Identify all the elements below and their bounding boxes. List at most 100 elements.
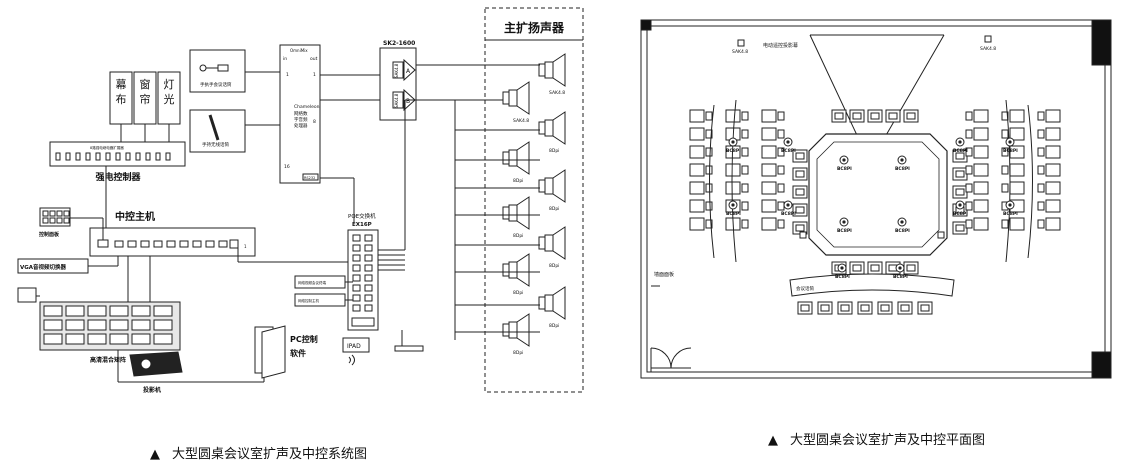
speaker-cone bbox=[516, 313, 530, 347]
conference-table-inner bbox=[816, 141, 940, 248]
poe-port bbox=[352, 284, 361, 292]
handheld-mic-icon bbox=[199, 64, 207, 72]
wing-chair bbox=[689, 199, 713, 213]
matrix-card bbox=[153, 333, 173, 345]
wing-chair bbox=[1037, 217, 1061, 231]
desk-mic bbox=[741, 201, 749, 211]
amp-module-b bbox=[392, 91, 404, 109]
speaker-body bbox=[544, 177, 554, 195]
chair-seat bbox=[689, 145, 705, 159]
chair-seat bbox=[1045, 127, 1061, 141]
chair bbox=[952, 167, 968, 181]
wing-chair bbox=[761, 163, 785, 177]
chair-cushion bbox=[906, 264, 916, 272]
chair-cushion bbox=[955, 188, 965, 196]
matrix-card bbox=[65, 305, 85, 317]
chair bbox=[797, 301, 813, 315]
speaker-cone bbox=[516, 81, 530, 115]
processor-desc-2: 字音频 bbox=[294, 116, 308, 123]
chair bbox=[837, 301, 853, 315]
door-swing bbox=[650, 347, 692, 369]
chair bbox=[792, 149, 808, 163]
host-port bbox=[166, 240, 176, 248]
desk-mic bbox=[1037, 165, 1045, 175]
speaker-label: 8Dpi bbox=[549, 323, 559, 329]
chair-cushion bbox=[800, 304, 810, 312]
chair-cushion bbox=[880, 304, 890, 312]
relay-channel-char: 布 bbox=[116, 93, 127, 106]
speaker-label: SAK4.8 bbox=[513, 118, 529, 124]
desk-mic bbox=[741, 147, 749, 157]
corner-column bbox=[640, 19, 652, 31]
speaker-terminal bbox=[538, 179, 546, 193]
poe-switch-model: EX16P bbox=[352, 222, 372, 228]
speaker-body bbox=[544, 294, 554, 312]
matrix-card bbox=[109, 319, 129, 331]
processor-in-1: 1 bbox=[286, 72, 289, 78]
panel-key bbox=[56, 210, 63, 217]
wing-chair bbox=[1001, 127, 1025, 141]
desk-mic bbox=[741, 111, 749, 121]
speaker-icon: 8Dpi bbox=[502, 196, 530, 239]
wing-chair bbox=[761, 109, 785, 123]
chair-seat bbox=[1009, 217, 1025, 231]
wing-chair bbox=[689, 109, 713, 123]
desk-mic bbox=[1037, 201, 1045, 211]
relay-terminal bbox=[155, 152, 161, 161]
speaker-icon: 8Dpi bbox=[502, 253, 530, 296]
wifi-icon bbox=[348, 354, 355, 366]
ceiling-speaker-center bbox=[731, 140, 735, 144]
chair-seat bbox=[973, 163, 989, 177]
audio-processor bbox=[279, 44, 321, 184]
poe-switch-base bbox=[351, 317, 375, 327]
speaker-icon: 8Dpi bbox=[538, 226, 566, 269]
chair bbox=[917, 301, 933, 315]
amplifier-title: SK2-1600 bbox=[383, 40, 415, 47]
panel-key bbox=[56, 217, 63, 224]
amp-channel-b: B bbox=[406, 98, 410, 105]
poe-port bbox=[352, 234, 361, 242]
speaker-icon: 8Dpi bbox=[538, 111, 566, 154]
speaker-cone bbox=[552, 286, 566, 320]
wing-chair bbox=[725, 127, 749, 141]
wireless-mic-label: 手持无线话筒 bbox=[202, 141, 229, 148]
panel-key bbox=[42, 210, 49, 217]
chair bbox=[903, 109, 919, 123]
speaker-cone bbox=[552, 53, 566, 87]
handheld-mic-label: 手执手会议话筒 bbox=[200, 81, 232, 88]
desk-mic bbox=[965, 219, 973, 229]
chair-seat bbox=[1045, 109, 1061, 123]
poe-port bbox=[364, 254, 373, 262]
vga-switcher-label: VGA音视频切换器 bbox=[20, 263, 67, 271]
caption-left: 大型圆桌会议室扩声及中控系统图 bbox=[172, 446, 367, 462]
central-host-title: 中控主机 bbox=[115, 210, 155, 223]
speaker-body bbox=[544, 61, 554, 79]
speaker-body bbox=[508, 321, 518, 339]
chair bbox=[867, 109, 883, 123]
curved-desk bbox=[1005, 99, 1011, 263]
chair-seat bbox=[689, 217, 705, 231]
speaker-label: 8Dpi bbox=[513, 350, 523, 356]
wing-chair bbox=[761, 127, 785, 141]
wing-chair bbox=[689, 181, 713, 195]
matrix-card bbox=[131, 319, 151, 331]
back-desk-note: 会议话筒 bbox=[796, 285, 814, 292]
strong-controller-box-label: 8路强电继电器扩展器 bbox=[90, 145, 124, 150]
relay-terminal bbox=[85, 152, 91, 161]
corner-column-right bbox=[1091, 19, 1112, 66]
ceiling-speaker-center bbox=[731, 203, 735, 207]
desk-mic bbox=[741, 129, 749, 139]
chair bbox=[792, 167, 808, 181]
desk-mic bbox=[1001, 183, 1009, 193]
desk-mic bbox=[965, 111, 973, 121]
speaker-label: 8Dpi bbox=[549, 206, 559, 212]
wing-chair bbox=[1037, 163, 1061, 177]
ceiling-speaker-label: BC8PI bbox=[726, 148, 741, 154]
chair-seat bbox=[689, 199, 705, 213]
chair bbox=[877, 301, 893, 315]
mic-base bbox=[217, 64, 229, 72]
ceiling-speaker-label: BC8PI bbox=[781, 148, 796, 154]
chair-cushion bbox=[870, 264, 880, 272]
speaker-label: 8Dpi bbox=[513, 290, 523, 296]
poe-switch-title: POE交换机 bbox=[348, 212, 376, 220]
